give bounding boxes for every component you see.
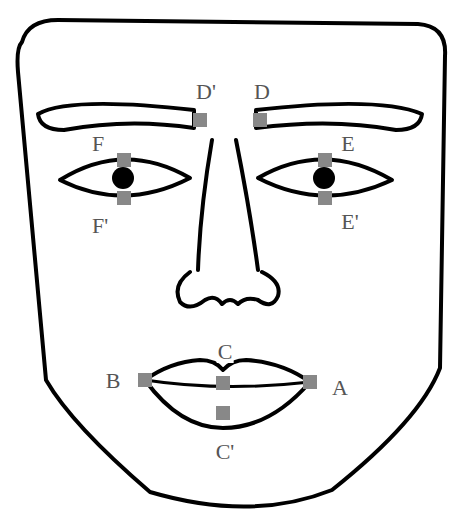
landmark-point — [318, 153, 332, 167]
nose-line — [198, 140, 212, 270]
landmark-point — [318, 191, 332, 205]
landmark-point — [193, 113, 207, 127]
point-label: A — [331, 377, 349, 399]
pupil — [112, 167, 134, 189]
pupil — [313, 167, 335, 189]
landmark-point — [303, 375, 317, 389]
face-outline — [18, 20, 446, 507]
landmark-point — [253, 113, 267, 127]
landmark-point — [216, 376, 230, 390]
landmark-point — [216, 406, 230, 420]
point-label: D — [253, 81, 271, 103]
landmark-point — [138, 373, 152, 387]
point-label: E — [340, 133, 355, 155]
point-label: C' — [215, 441, 236, 463]
eyebrow — [38, 104, 194, 130]
point-label: C — [217, 341, 234, 363]
landmark-point — [117, 153, 131, 167]
eyebrow — [256, 104, 422, 130]
point-label: E' — [340, 211, 359, 233]
point-label: F' — [91, 215, 109, 237]
nose-line — [236, 140, 258, 270]
nostril — [178, 272, 279, 307]
point-label: F — [91, 133, 105, 155]
point-label: D' — [195, 81, 217, 103]
landmark-point — [117, 191, 131, 205]
point-label: B — [105, 370, 122, 392]
